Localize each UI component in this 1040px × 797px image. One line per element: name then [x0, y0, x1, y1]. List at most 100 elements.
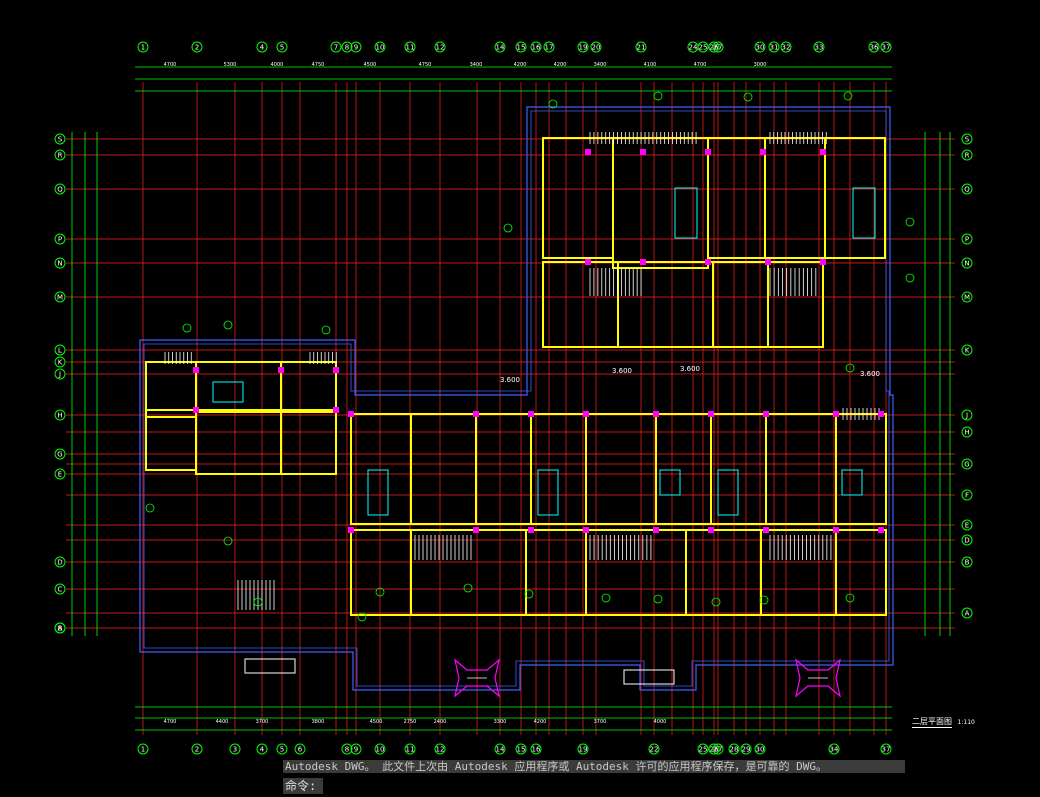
axis-bubble-top-label: 26: [710, 44, 719, 52]
axis-bubble-left-label: S: [58, 136, 63, 144]
dimension-text-bottom: 2750: [404, 719, 417, 725]
dimension-text-bottom: 4700: [164, 719, 177, 725]
axis-bubble-right: [961, 426, 973, 438]
axis-bubble-bottom: [276, 743, 288, 755]
axis-bubble-top: [404, 41, 416, 53]
structural-column: [583, 527, 589, 533]
pavilion-right: [795, 658, 841, 698]
detail-tag: [463, 583, 473, 593]
axis-bubble-bottom-label: 16: [532, 746, 541, 754]
axis-bubble-bottom: [708, 743, 720, 755]
axis-bubble-top: [780, 41, 792, 53]
axis-bubble-top: [590, 41, 602, 53]
axis-bubble-top: [137, 41, 149, 53]
axis-bubble-left: [54, 133, 66, 145]
axis-bubble-bottom-label: 6: [298, 746, 303, 754]
axis-bubble-top-label: 2: [195, 44, 199, 52]
axis-bubble-bottom-label: 2: [195, 746, 199, 754]
axis-bubble-left: [54, 448, 66, 460]
axis-bubble-top: [868, 41, 880, 53]
detail-tag: [253, 597, 263, 607]
axis-bubble-left: [54, 356, 66, 368]
axis-bubble-bottom-label: 9: [354, 746, 358, 754]
axis-bubble-bottom: [434, 743, 446, 755]
structural-column: [763, 411, 769, 417]
detail-tag: [845, 363, 855, 373]
axis-bubble-top-label: 12: [436, 44, 445, 52]
dimension-text-top: 4700: [164, 62, 177, 68]
axis-bubble-right: [961, 489, 973, 501]
axis-bubble-top-label: 14: [496, 44, 505, 52]
axis-bubble-bottom-label: 3: [233, 746, 237, 754]
axis-bubble-top: [712, 41, 724, 53]
axis-bubble-right: [961, 607, 973, 619]
axis-bubble-bottom: [515, 743, 527, 755]
axis-bubble-left-label: C: [58, 586, 63, 594]
axis-bubble-bottom: [728, 743, 740, 755]
stair-fixture: [537, 469, 559, 516]
axis-bubble-right-label: J: [965, 412, 968, 420]
dimension-text-bottom: 4500: [370, 719, 383, 725]
axis-bubble-right-label: D: [964, 537, 969, 545]
axis-bubble-top: [635, 41, 647, 53]
dimension-text-top: 4000: [271, 62, 284, 68]
stair-fixture: [841, 469, 863, 496]
command-prompt[interactable]: 命令:: [283, 778, 323, 794]
room-wall: [195, 409, 282, 475]
axis-bubble-right-label: F: [965, 492, 969, 500]
axis-bubble-bottom: [191, 743, 203, 755]
elevation-label: 3.600: [860, 370, 880, 378]
detail-tag: [905, 273, 915, 283]
dimension-text-top: 4700: [694, 62, 707, 68]
axis-bubble-top: [191, 41, 203, 53]
axis-bubble-left: [54, 291, 66, 303]
axis-bubble-top: [530, 41, 542, 53]
axis-bubble-right-label: G: [964, 461, 969, 469]
axis-bubble-bottom-label: 25: [699, 746, 708, 754]
detail-tag: [223, 320, 233, 330]
detail-tag: [223, 536, 233, 546]
structural-column: [193, 407, 199, 413]
structural-column: [348, 527, 354, 533]
room-wall: [617, 261, 714, 348]
axis-bubble-right-label: P: [965, 236, 969, 244]
axis-bubble-bottom-label: 19: [579, 746, 588, 754]
axis-bubble-right: [961, 149, 973, 161]
axis-bubble-right: [961, 233, 973, 245]
axis-bubble-bottom: [350, 743, 362, 755]
axis-bubble-left-label: N: [57, 260, 62, 268]
axis-bubble-top-label: 16: [532, 44, 541, 52]
elevation-label: 3.600: [500, 376, 520, 384]
axis-bubble-left: [54, 409, 66, 421]
axis-bubble-top: [350, 41, 362, 53]
axis-bubble-top-label: 32: [782, 44, 791, 52]
axis-bubble-bottom-label: 28: [730, 746, 739, 754]
axis-bubble-right-label: B: [965, 559, 970, 567]
detail-tag: [759, 595, 769, 605]
axis-bubble-bottom: [697, 743, 709, 755]
dimension-text-bottom: 2400: [434, 719, 447, 725]
dimension-text-top: 4500: [364, 62, 377, 68]
axis-bubble-left-label: L: [58, 347, 62, 355]
axis-bubble-left-label: G: [57, 451, 62, 459]
axis-bubble-left-label: D: [57, 559, 62, 567]
room-wall: [585, 413, 657, 525]
structural-column: [640, 259, 646, 265]
structural-column: [820, 259, 826, 265]
axis-bubble-bottom: [754, 743, 766, 755]
axis-bubble-right: [961, 534, 973, 546]
room-wall: [350, 413, 412, 525]
detail-tag: [548, 99, 558, 109]
dimension-text-bottom: 3700: [256, 719, 269, 725]
axis-bubble-left: [54, 622, 66, 634]
structural-column: [528, 411, 534, 417]
room-wall: [767, 261, 824, 348]
axis-bubble-top-label: 27: [714, 44, 723, 52]
dimension-text-bottom: 4000: [654, 719, 667, 725]
axis-bubble-top: [754, 41, 766, 53]
axis-bubble-top: [768, 41, 780, 53]
axis-bubble-top-label: 24: [689, 44, 698, 52]
structural-column: [653, 411, 659, 417]
